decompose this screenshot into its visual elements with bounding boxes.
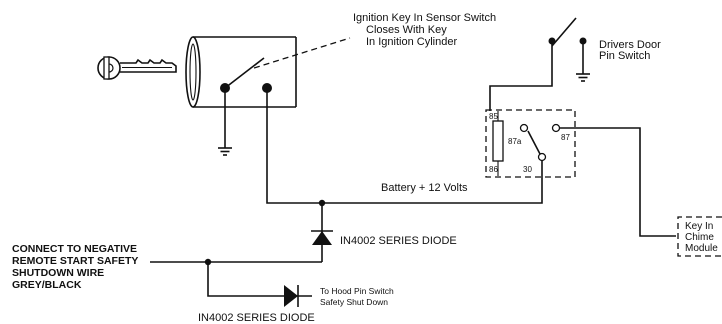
diode-2-label: IN4002 SERIES DIODE [198,312,315,324]
diode-2-icon [284,285,299,307]
hood-label-line1: To Hood Pin Switch [320,286,394,296]
ignition-cylinder [185,36,297,108]
chime-module [677,216,722,257]
relay [485,109,576,178]
relay-pin-85: 85 [489,112,498,121]
connect-label-line4: GREY/BLACK [12,279,82,291]
battery-label: Battery + 12 Volts [381,182,468,194]
chime-label-line3: Module [685,243,718,254]
key-sensor-switch [220,57,272,93]
sensor-label-line3: In Ignition Cylinder [366,36,457,48]
relay-pin-87a: 87a [508,137,522,146]
door-label-line2: Pin Switch [599,50,650,62]
chime-label-line2: Chime [685,232,714,243]
door-to-relay-wire [489,41,553,111]
relay-pin-86: 86 [489,165,498,174]
sensor-ground-icon [218,147,232,156]
connect-label-line2: REMOTE START SAFETY [12,255,138,267]
chime-label-line1: Key In [685,221,713,232]
hood-label-line2: Safety Shut Down [320,297,388,307]
relay-pin-87: 87 [561,133,570,142]
door-label-line1: Drivers Door [599,39,661,51]
relay-pin-30: 30 [523,165,532,174]
door-pin-switch [548,17,587,74]
sensor-to-relay-wire [266,88,543,204]
ignition-key-icon [97,56,177,80]
diode-1-icon [311,230,333,245]
connect-label-line1: CONNECT TO NEGATIVE [12,243,137,255]
sensor-label-line2: Closes With Key [366,24,447,36]
connect-label-line3: SHUTDOWN WIRE [12,267,104,279]
sensor-label-line1: Ignition Key In Sensor Switch [353,12,496,24]
sensor-leader-line [253,37,351,69]
door-ground-icon [576,73,590,82]
diode-1-label: IN4002 SERIES DIODE [340,235,457,247]
relay-to-chime-wire [559,127,676,237]
